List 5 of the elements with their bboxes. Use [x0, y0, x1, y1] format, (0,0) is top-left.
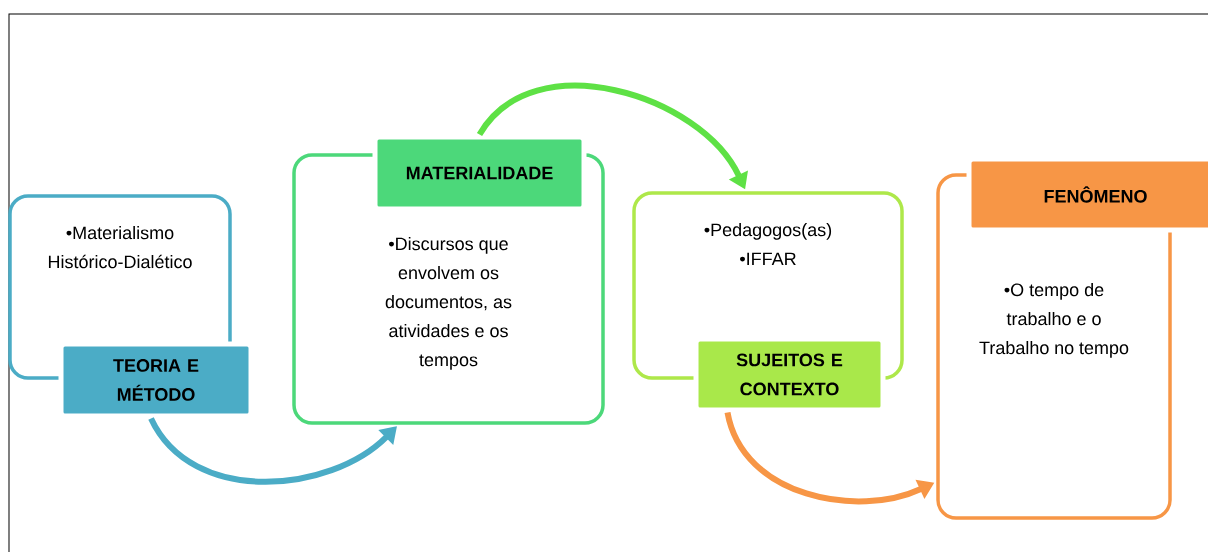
heading-box: FENÔMENO: [966, 156, 1208, 233]
heading-box: MATERIALIDADE: [372, 134, 587, 212]
heading-box: TEORIA E MÉTODO: [58, 341, 254, 419]
heading-box: SUJEITOS E CONTEXTO: [693, 336, 886, 413]
curved-arrow: [148, 416, 397, 485]
